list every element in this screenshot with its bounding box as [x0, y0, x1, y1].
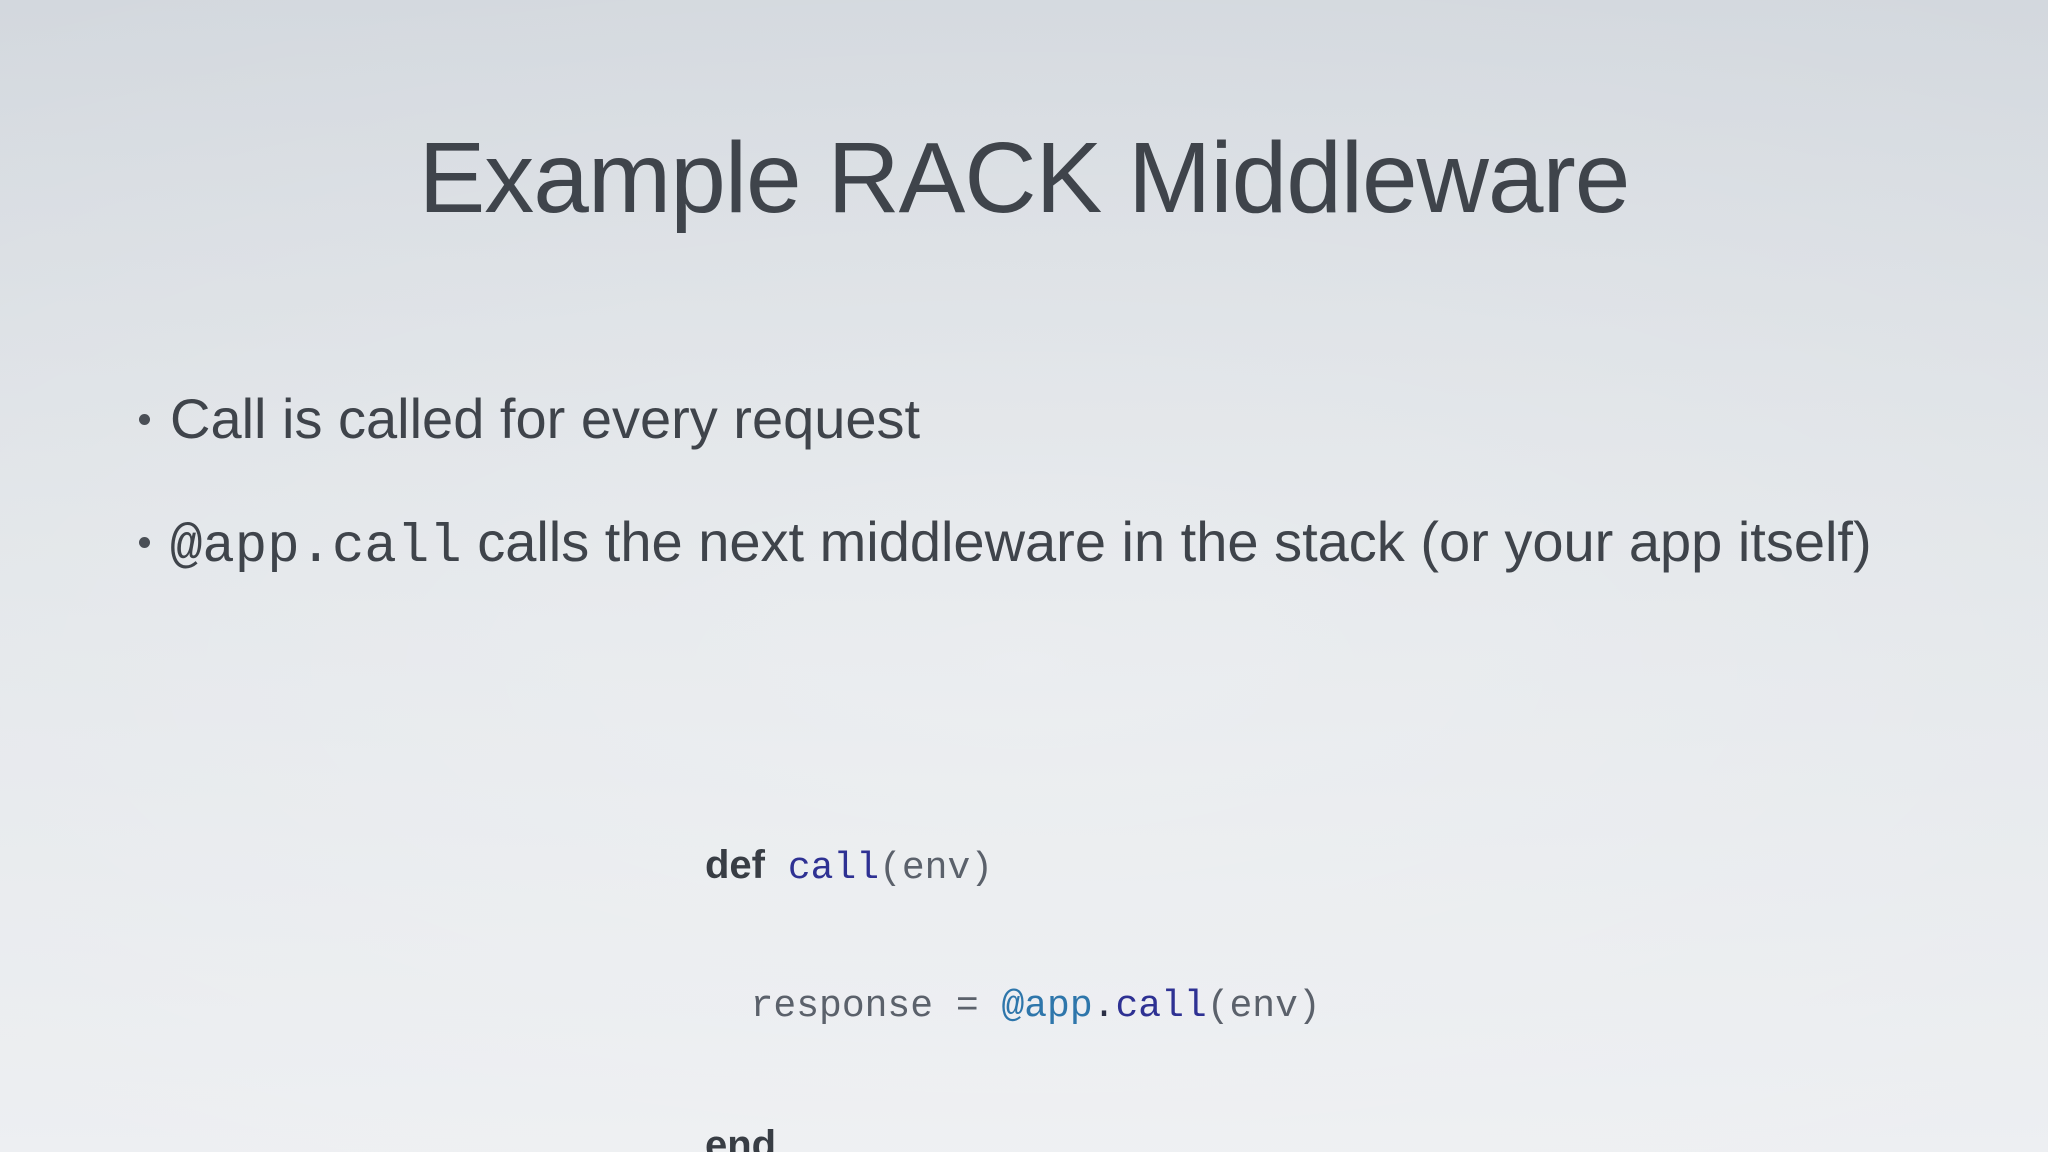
bullet-icon: [139, 537, 150, 548]
code-token-plain: [765, 847, 788, 890]
bullet-text-segment: calls the next middleware in the stack (…: [461, 510, 1872, 573]
bullet-list: Call is called for every request @app.ca…: [136, 385, 1968, 637]
bullet-code-segment: @app.call: [170, 517, 462, 578]
code-token-plain: (env): [879, 847, 994, 890]
bullet-item: Call is called for every request: [136, 385, 1968, 453]
bullet-item: @app.call calls the next middleware in t…: [136, 508, 1968, 582]
code-token-operator: .: [1092, 985, 1116, 1028]
slide-title: Example RACK Middleware: [418, 122, 1631, 234]
bullet-icon: [139, 414, 150, 425]
code-line: response = @app.call(env): [705, 984, 1321, 1030]
code-token-method: call: [1115, 985, 1207, 1028]
code-token-keyword: end: [705, 1123, 777, 1152]
code-token-keyword: def: [705, 843, 765, 887]
bullet-text-segment: Call is called for every request: [170, 387, 921, 450]
code-block: def call(env) response = @app.call(env) …: [705, 750, 1321, 1152]
code-token-plain: (env): [1206, 985, 1321, 1028]
code-line: def call(env): [705, 842, 1321, 892]
code-line: end: [705, 1122, 1321, 1152]
code-token-plain: response =: [705, 985, 1002, 1028]
code-token-instance-variable: @app: [1001, 985, 1093, 1028]
code-token-method: call: [787, 847, 880, 890]
